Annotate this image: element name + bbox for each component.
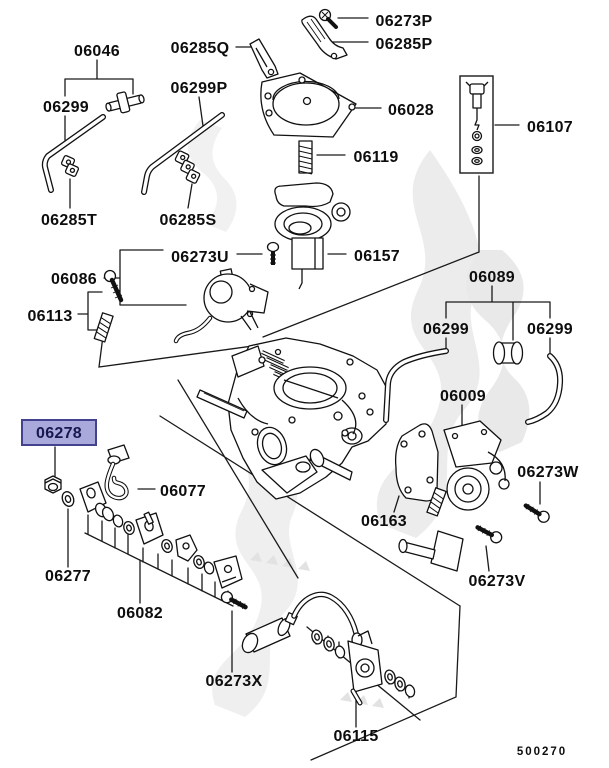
part-label-06046: 06046 xyxy=(74,43,120,60)
part-label-06157: 06157 xyxy=(354,248,400,265)
part-label-06115: 06115 xyxy=(333,728,378,745)
part-label-06163: 06163 xyxy=(361,513,407,530)
bracket-06285p-graphic xyxy=(301,15,348,60)
solenoid-06115-graphic xyxy=(241,591,416,706)
clamp-06285t-graphic xyxy=(60,155,80,177)
clamps-06285s-graphic xyxy=(174,150,201,184)
part-label-06285T: 06285T xyxy=(41,212,97,229)
chamber-06157-graphic xyxy=(274,182,351,290)
fastener-chain-06082-graphic xyxy=(44,475,243,589)
part-label-06278[interactable]: 06278 xyxy=(36,425,82,442)
dashpot-06086-graphic xyxy=(173,268,269,344)
part-label-06273X: 06273X xyxy=(206,673,263,690)
screw-06273x-graphic xyxy=(220,591,248,610)
hook-06077-graphic xyxy=(104,444,130,501)
screw-06273w-graphic xyxy=(523,503,550,523)
highlight-box-06278[interactable] xyxy=(21,419,97,446)
part-drawings xyxy=(41,8,564,706)
part-label-06113: 06113 xyxy=(27,308,72,325)
part-label-06277: 06277 xyxy=(45,568,91,585)
washer-06277-graphic xyxy=(61,491,75,507)
part-label-06285Q: 06285Q xyxy=(171,40,230,57)
part-label-06299P: 06299P xyxy=(171,80,228,97)
part-label-06077: 06077 xyxy=(160,483,206,500)
part-label-06299-tl: 06299 xyxy=(43,99,89,116)
screw-06273u-graphic xyxy=(266,241,280,265)
hose-06299p-graphic xyxy=(141,112,225,195)
part-label-06089: 06089 xyxy=(469,269,515,286)
bracket-06285q-graphic xyxy=(249,38,279,79)
bolt-06113-graphic xyxy=(93,269,124,343)
part-label-06082: 06082 xyxy=(117,605,163,622)
part-label-06028: 06028 xyxy=(388,102,434,119)
part-label-06273V: 06273V xyxy=(469,573,526,590)
hose-06299-graphic xyxy=(41,114,106,193)
diaphragm-06028-graphic xyxy=(260,72,357,138)
part-label-06299-r1: 06299 xyxy=(423,321,469,338)
carburetor-body-graphic xyxy=(196,337,390,500)
needle-valve-06107-graphic xyxy=(465,81,489,166)
part-label-06299-r2: 06299 xyxy=(527,321,573,338)
part-label-06009: 06009 xyxy=(440,388,486,405)
hoses-06089-graphic xyxy=(383,341,564,425)
part-label-06273U: 06273U xyxy=(171,249,229,266)
screw-06273p-graphic xyxy=(318,8,338,29)
screw-06273v-graphic xyxy=(475,525,503,544)
part-label-06107: 06107 xyxy=(527,119,573,136)
diagram-code: 500270 xyxy=(517,746,567,758)
part-label-06273P: 06273P xyxy=(376,13,433,30)
labels-layer: 06046 06285Q 06273P 06285P 06299 06299P 06028 0… xyxy=(21,13,579,758)
part-label-06285S: 06285S xyxy=(160,212,217,229)
tee-fitting-graphic xyxy=(105,91,145,114)
part-label-06285P: 06285P xyxy=(376,36,433,53)
nut-06278-graphic xyxy=(44,475,62,494)
part-label-06273W: 06273W xyxy=(517,464,579,481)
part-label-06086: 06086 xyxy=(51,271,97,288)
part-label-06119: 06119 xyxy=(353,149,398,166)
spring-06119-graphic xyxy=(298,140,313,175)
assembly-06009-graphic xyxy=(394,420,510,572)
